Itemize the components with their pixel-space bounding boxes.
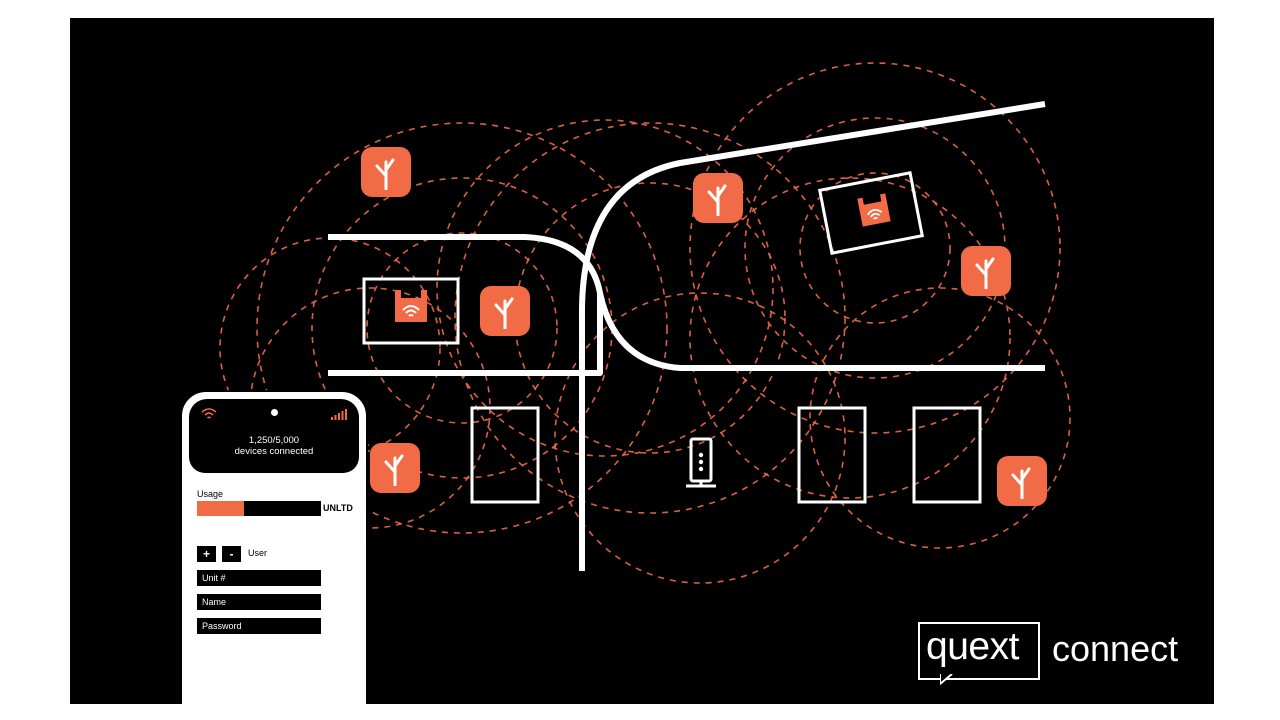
roads <box>328 101 1046 571</box>
tree-icon <box>997 456 1047 506</box>
logo-word: quext <box>926 625 1019 668</box>
usage-bar <box>197 501 321 516</box>
building-router-right <box>817 171 925 255</box>
smart-hub-icon <box>686 437 716 488</box>
buildings <box>362 171 982 504</box>
tree-icon <box>480 286 530 336</box>
wifi-icon <box>201 407 217 425</box>
logo-speech-tail <box>940 674 953 686</box>
logo-suffix: connect <box>1052 628 1179 669</box>
router-wifi-icon <box>853 191 894 229</box>
camera-dot <box>271 409 278 416</box>
building-unit-2 <box>797 406 867 504</box>
add-user-button[interactable]: + <box>197 546 216 562</box>
name-field[interactable]: Name <box>197 594 321 610</box>
tree-icon <box>370 443 420 493</box>
building-router-left <box>362 277 460 345</box>
remove-user-button[interactable]: - <box>222 546 241 562</box>
building-unit-1 <box>470 406 540 504</box>
devices-label: devices connected <box>234 446 314 457</box>
usage-limit: UNLTD <box>323 503 353 513</box>
tree-icon <box>361 147 411 197</box>
password-field[interactable]: Password <box>197 618 321 634</box>
usage-bar-fill <box>197 501 245 516</box>
logo-box <box>918 622 1040 680</box>
building-unit-3 <box>912 406 982 504</box>
tree-icon <box>693 173 743 223</box>
tree-icon <box>961 246 1011 296</box>
devices-count: 1,250/5,000 <box>248 435 300 446</box>
phone-status-panel: 1,250/5,000 devices connected <box>189 399 359 473</box>
router-wifi-icon <box>391 288 431 324</box>
signal-bars-icon <box>331 407 347 425</box>
map-illustration: 1,250/5,000 devices connected Usage UNLT… <box>70 18 1214 704</box>
usage-label: Usage <box>197 489 224 499</box>
user-label: User <box>248 548 268 558</box>
phone-mockup: 1,250/5,000 devices connected Usage UNLT… <box>180 390 368 704</box>
devices-connected: 1,250/5,000 devices connected <box>189 435 359 457</box>
unit-number-field[interactable]: Unit # <box>197 570 321 586</box>
